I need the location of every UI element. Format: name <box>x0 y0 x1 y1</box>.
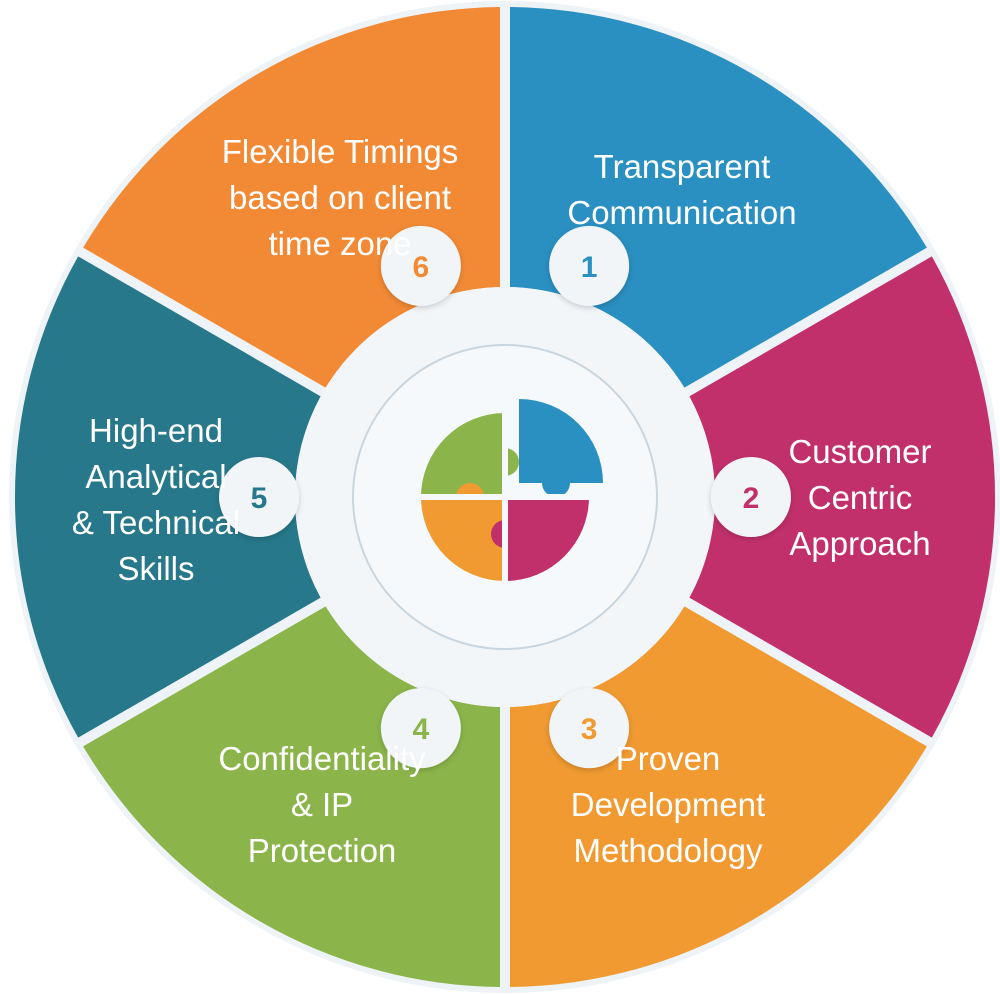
segment-label-line: based on client <box>229 179 451 216</box>
badge-circle <box>380 225 461 306</box>
badge-circle <box>711 457 791 537</box>
segment-label-line: & IP <box>291 786 353 823</box>
badge-circle <box>380 688 461 769</box>
segment-label-line: time zone <box>268 225 411 262</box>
segment-label-line: Skills <box>117 550 194 587</box>
puzzle-piece-magenta <box>505 497 589 581</box>
segment-2 <box>689 256 996 738</box>
segment-label-line: Confidentiality <box>218 740 426 777</box>
badge-4: 4 <box>380 688 461 769</box>
segment-label-line: Communication <box>567 194 796 231</box>
puzzle-knob-blue <box>542 469 570 497</box>
badge-number: 5 <box>251 482 268 515</box>
badge-5: 5 <box>219 457 299 537</box>
segment-label-4: Confidentiality & IP Protection <box>218 740 426 869</box>
puzzle-icon <box>421 399 603 581</box>
badge-3: 3 <box>549 688 630 769</box>
segment-label-line: Transparent <box>594 148 771 185</box>
segment-label-line: Customer <box>788 433 931 470</box>
puzzle-piece-blue <box>519 399 603 483</box>
badge-circle <box>549 225 630 306</box>
segment-label-6: Flexible Timings based on client time zone <box>222 133 459 262</box>
badge-6: 6 <box>380 225 461 306</box>
segment-label-line: Approach <box>789 525 930 562</box>
segment-label-line: Protection <box>248 832 397 869</box>
badge-number: 6 <box>413 251 430 284</box>
segment-label-line: Flexible Timings <box>222 133 459 170</box>
puzzle-piece-orange <box>421 497 505 581</box>
segment-label-line: Development <box>571 786 765 823</box>
segment-label-line: High-end <box>89 412 223 449</box>
segment-5 <box>14 256 321 738</box>
segment-label-line: Analytical <box>85 458 226 495</box>
badge-number: 3 <box>581 713 598 746</box>
puzzle-piece-green <box>421 413 505 497</box>
badge-number: 2 <box>743 482 760 515</box>
badge-1: 1 <box>549 225 630 306</box>
badge-number: 1 <box>581 251 598 284</box>
segment-label-line: Methodology <box>574 832 763 869</box>
badge-circle <box>549 688 630 769</box>
segment-label-line: Centric <box>808 479 913 516</box>
badge-circle <box>219 457 299 537</box>
segment-label-line: Proven <box>616 740 721 777</box>
badge-number: 4 <box>413 713 430 746</box>
segment-label-line: & Technical <box>72 504 240 541</box>
badge-2: 2 <box>711 457 791 537</box>
